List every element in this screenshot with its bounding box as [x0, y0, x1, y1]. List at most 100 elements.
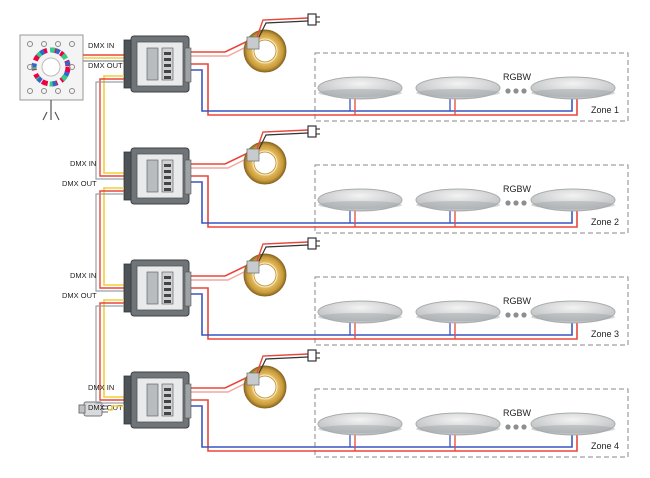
- rgbw-lamp-icon: [317, 300, 403, 324]
- transformer-clamp: [246, 148, 260, 162]
- transformer-clamp: [246, 260, 260, 274]
- ellipsis-dot: [505, 312, 511, 318]
- dmx-in-label: DMX IN: [70, 271, 96, 280]
- ellipsis-dot: [513, 88, 519, 94]
- rgbw-lamp-icon: [415, 300, 501, 324]
- ellipsis-dot: [505, 88, 511, 94]
- blue-wire: [190, 293, 573, 336]
- dip-switch: [164, 170, 171, 173]
- transformer-clamp: [246, 36, 260, 50]
- dip-switch: [164, 176, 171, 179]
- zone-box: [314, 276, 629, 346]
- rgbw-lamp-icon: [415, 76, 501, 100]
- dmx-out-label: DMX OUT: [88, 61, 123, 70]
- dip-switch: [164, 294, 171, 297]
- red-wire: [190, 63, 578, 116]
- power-wire: [190, 375, 251, 389]
- lamp-base: [416, 425, 500, 433]
- lamp-base: [531, 201, 615, 209]
- zone-label: Zone 1: [591, 105, 619, 115]
- mains-cable: [258, 20, 309, 38]
- zone-box: [314, 388, 629, 458]
- dmx-in-label: DMX IN: [70, 159, 96, 168]
- dip-switch: [164, 282, 171, 285]
- power-wire: [190, 43, 253, 57]
- rgbw-label: RGBW: [503, 72, 532, 82]
- dip-switch: [164, 58, 171, 61]
- dip-switch: [164, 406, 171, 409]
- decoder-terminal: [146, 383, 159, 417]
- rgbw-label: RGBW: [503, 408, 532, 418]
- power-wire: [190, 263, 251, 277]
- rgbw-lamp-icon: [530, 188, 616, 212]
- transformer-core: [253, 263, 277, 287]
- plug-pin: [316, 240, 320, 247]
- dmx-terminator-wire: [108, 405, 124, 411]
- dmx-out-label: DMX OUT: [62, 291, 97, 300]
- ellipsis-dot: [505, 424, 511, 430]
- ellipsis-dot: [521, 88, 527, 94]
- decoder-panel: [136, 265, 184, 311]
- ellipsis-dot: [521, 200, 527, 206]
- zone-label: Zone 3: [591, 329, 619, 339]
- mains-cable: [258, 244, 309, 262]
- dmx-chain-wire: [103, 187, 124, 286]
- zone-row: RGBW Zone 1 DMX IN DMX OUT: [88, 13, 629, 180]
- output-terminal: [184, 159, 192, 195]
- dmx-in-label: DMX IN: [88, 41, 114, 50]
- mains-cable: [256, 241, 309, 262]
- dmx-chain-wire: [95, 81, 124, 180]
- power-plug-icon: [307, 237, 317, 250]
- lamp-base: [531, 313, 615, 321]
- zone-box: [314, 52, 629, 122]
- zone-box: [314, 164, 629, 234]
- power-wire: [190, 39, 251, 53]
- ellipsis-dot: [521, 312, 527, 318]
- plug-pin: [316, 352, 320, 359]
- lamp-base: [531, 425, 615, 433]
- plug-pin: [316, 16, 320, 23]
- blue-wire: [190, 69, 573, 112]
- mains-cable: [256, 17, 309, 38]
- mains-cable: [258, 356, 309, 374]
- dip-switch: [164, 300, 171, 303]
- mains-cable: [256, 129, 309, 150]
- ellipsis-dot: [513, 200, 519, 206]
- dip-switch: [164, 188, 171, 191]
- power-wire: [190, 267, 253, 281]
- controller-dmx-wires: [83, 54, 125, 62]
- power-plug-icon: [307, 125, 317, 138]
- output-terminal: [184, 271, 192, 307]
- zone-label: Zone 4: [591, 441, 619, 451]
- power-wire: [190, 379, 253, 393]
- dmx-chain-wire: [99, 78, 124, 177]
- power-wire: [190, 155, 253, 169]
- dip-switch: [164, 52, 171, 55]
- rgbw-lamp-icon: [317, 76, 403, 100]
- dip-switch: [164, 288, 171, 291]
- rgbw-lamp-icon: [530, 412, 616, 436]
- dip-switch: [164, 182, 171, 185]
- plug-pin: [316, 128, 320, 135]
- dip-switch: [164, 70, 171, 73]
- rgbw-lamp-icon: [530, 76, 616, 100]
- dip-switch: [164, 400, 171, 403]
- decoder-terminal: [146, 159, 159, 193]
- lamp-base: [318, 89, 402, 97]
- dmx-chain-wire: [95, 305, 124, 404]
- blue-wire: [190, 181, 573, 224]
- ellipsis-dot: [513, 312, 519, 318]
- dmx-terminator-icon: [78, 401, 108, 417]
- dmx-out-label: DMX OUT: [62, 179, 97, 188]
- decoder-panel: [136, 41, 184, 87]
- ellipsis-dot: [505, 200, 511, 206]
- dip-switch: [164, 64, 171, 67]
- dip-switch: [164, 412, 171, 415]
- dip-switch: [164, 276, 171, 279]
- lamp-base: [416, 89, 500, 97]
- zone-label: Zone 2: [591, 217, 619, 227]
- decoder-terminal: [146, 47, 159, 81]
